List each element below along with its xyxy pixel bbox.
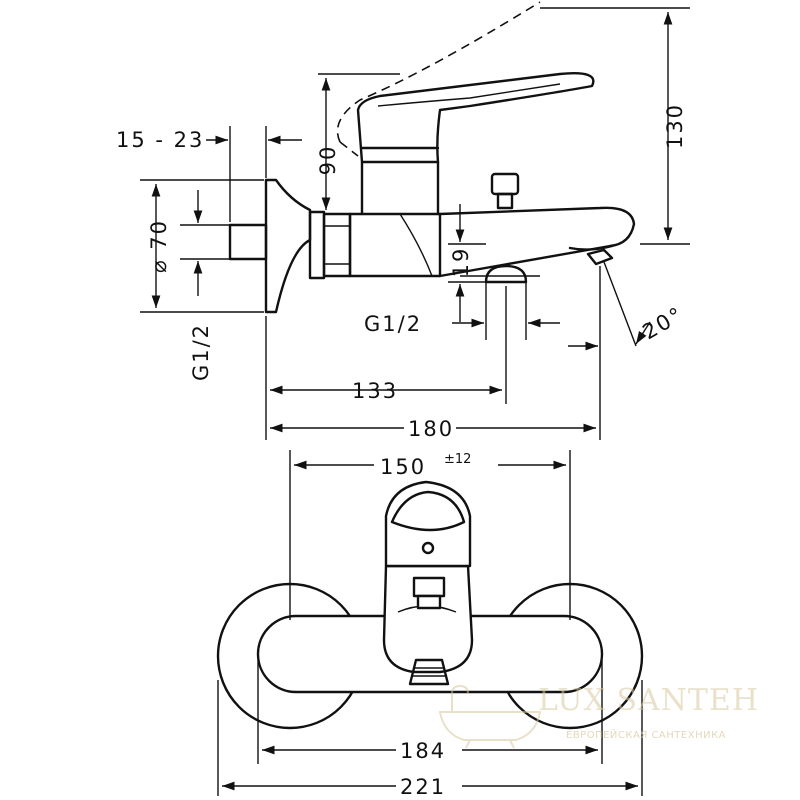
dim-130: 130 <box>663 103 687 149</box>
diverter-stem <box>496 192 514 210</box>
dim-180: 180 <box>408 417 454 441</box>
dim-150-tolerance: ±12 <box>444 452 471 467</box>
diverter-front <box>412 576 446 598</box>
mixer-body <box>348 212 442 278</box>
lever-front <box>384 480 472 568</box>
dim-19: 19 <box>449 247 473 278</box>
dim-g12-center: G1/2 <box>364 312 422 336</box>
dim-15-23: 15 - 23 <box>116 128 204 152</box>
watermark-brand: LUX SANTEH <box>538 683 759 718</box>
dim-20-degree: 20° <box>639 302 688 344</box>
side-view <box>228 1 636 314</box>
wall-rosette <box>264 178 312 314</box>
dim-221: 221 <box>400 775 446 799</box>
dim-g12-left: G1/2 <box>189 323 213 381</box>
lever-screw <box>421 541 435 555</box>
body-column <box>360 160 440 216</box>
dim-133: 133 <box>352 379 398 403</box>
bathtub-logo-icon <box>438 684 542 749</box>
diverter-knob <box>490 172 520 196</box>
dim-150: 150 <box>380 455 426 479</box>
side-dimensions: 130 90 15 - 23 ⌀ 70 G1/2 19 G1/2 <box>116 7 690 441</box>
lever-handle <box>356 72 595 164</box>
dim-90: 90 <box>316 145 340 176</box>
front-dimensions: 150 ±12 184 221 <box>217 450 643 799</box>
shower-outlet <box>484 264 528 284</box>
dim-184: 184 <box>400 739 446 763</box>
lever-swing-path <box>336 1 541 143</box>
watermark-tagline: ЕВРОПЕЙСКАЯ САНТЕХНИКА <box>566 728 726 741</box>
front-view <box>216 480 644 730</box>
spout-aerator <box>586 248 614 266</box>
dim-diameter-70: ⌀ 70 <box>147 219 171 273</box>
spout <box>438 206 636 278</box>
inlet-nipple <box>228 223 268 261</box>
union-nut <box>322 212 352 278</box>
central-body <box>382 564 474 674</box>
connecting-nut <box>308 210 326 280</box>
watermark: LUX SANTEH ЕВРОПЕЙСКАЯ САНТЕХНИКА <box>438 683 759 749</box>
